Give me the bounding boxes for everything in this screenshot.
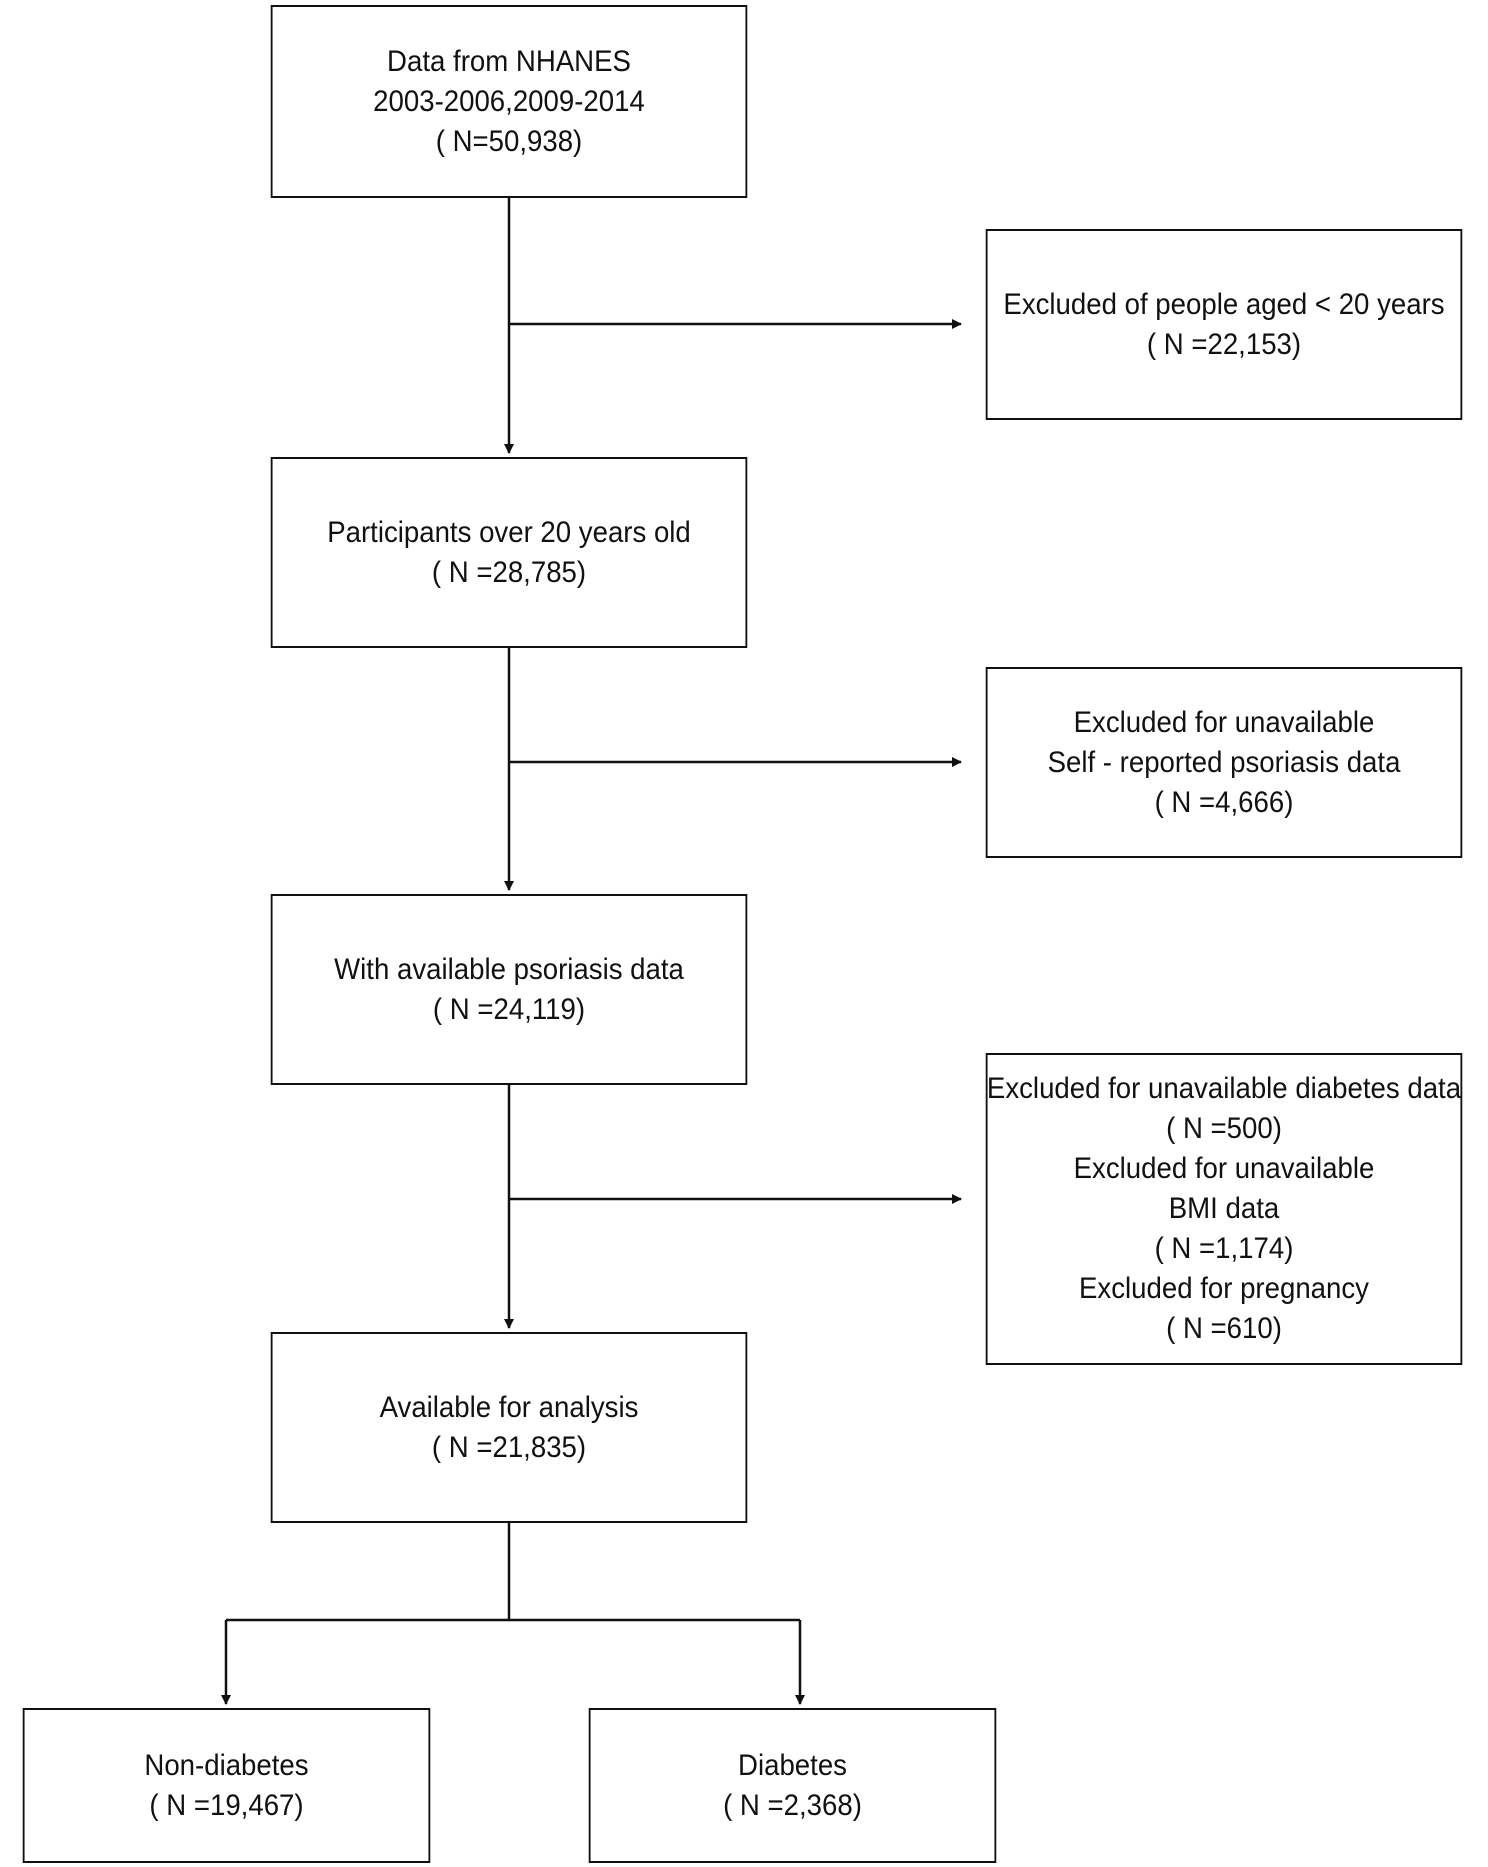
node-nhanes-data: Data from NHANES 2003-2006,2009-2014 ( N…: [270, 5, 748, 198]
node-exclusion-other-line-7: ( N =610): [1166, 1312, 1282, 1345]
node-diabetes-line-1: Diabetes: [738, 1748, 847, 1782]
node-non-diabetes-line-1: Non-diabetes: [144, 1748, 309, 1782]
node-nhanes-data-line-3: ( N=50,938): [435, 124, 583, 158]
node-available-for-analysis-line-1: Available for analysis: [379, 1390, 639, 1424]
node-non-diabetes: Non-diabetes ( N =19,467): [22, 1708, 431, 1863]
node-exclusion-other-line-5: ( N =1,174): [1154, 1232, 1294, 1265]
node-exclusion-other-line-1: Excluded for unavailable diabetes data: [986, 1072, 1462, 1105]
node-exclusion-psoriasis-line-1: Excluded for unavailable: [1073, 705, 1375, 739]
node-psoriasis-available-line-1: With available psoriasis data: [334, 952, 684, 986]
node-exclusion-other-line-2: ( N =500): [1166, 1112, 1282, 1145]
node-exclusion-other-line-3: Excluded for unavailable: [1073, 1152, 1375, 1185]
node-nhanes-data-line-1: Data from NHANES: [387, 44, 631, 78]
node-diabetes: Diabetes ( N =2,368): [588, 1708, 997, 1863]
node-exclusion-age-line-2: ( N =22,153): [1146, 327, 1302, 361]
node-exclusion-psoriasis-line-2: Self - reported psoriasis data: [1047, 745, 1401, 779]
node-exclusion-age: Excluded of people aged < 20 years ( N =…: [985, 229, 1463, 420]
node-adult-participants-line-2: ( N =28,785): [431, 555, 587, 589]
node-nhanes-data-line-2: 2003-2006,2009-2014: [373, 84, 645, 118]
node-adult-participants-line-1: Participants over 20 years old: [327, 515, 691, 549]
node-exclusion-age-line-1: Excluded of people aged < 20 years: [1003, 287, 1445, 321]
node-available-for-analysis-line-2: ( N =21,835): [431, 1430, 587, 1464]
node-exclusion-other-line-4: BMI data: [1168, 1192, 1280, 1225]
node-available-for-analysis: Available for analysis ( N =21,835): [270, 1332, 748, 1523]
node-adult-participants: Participants over 20 years old ( N =28,7…: [270, 457, 748, 648]
node-exclusion-other-line-6: Excluded for pregnancy: [1078, 1272, 1369, 1305]
node-diabetes-line-2: ( N =2,368): [723, 1788, 862, 1822]
node-non-diabetes-line-2: ( N =19,467): [149, 1788, 304, 1822]
node-exclusion-psoriasis: Excluded for unavailable Self - reported…: [985, 667, 1463, 858]
node-exclusion-other: Excluded for unavailable diabetes data (…: [985, 1053, 1463, 1365]
node-psoriasis-available: With available psoriasis data ( N =24,11…: [270, 894, 748, 1085]
node-psoriasis-available-line-2: ( N =24,119): [432, 992, 586, 1026]
node-exclusion-psoriasis-line-3: ( N =4,666): [1154, 785, 1294, 819]
